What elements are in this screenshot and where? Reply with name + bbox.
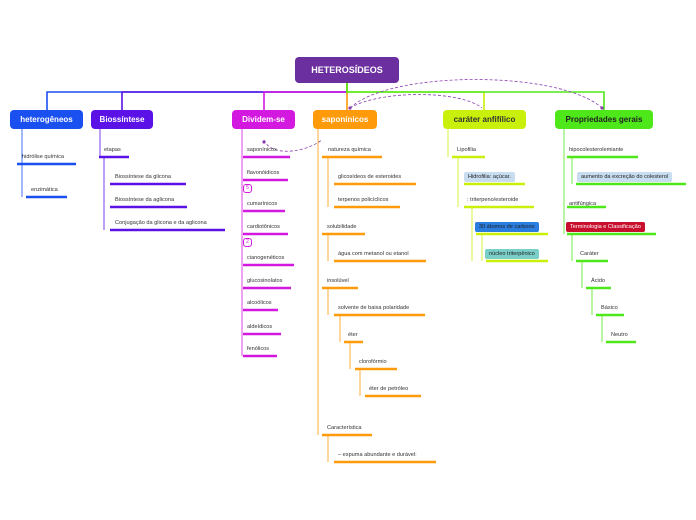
tag-terminologia-classificacao[interactable]: Terminologia e Classificação xyxy=(566,222,645,232)
leaf-hipocolesterolemiante[interactable]: hipocolesterolemiante xyxy=(569,147,624,153)
leaf-lipofilia[interactable]: Lipofilia xyxy=(457,147,476,153)
tag-nucleo-triterpenico[interactable]: núcleo triterpênico xyxy=(485,249,539,259)
leaf-caracteristica[interactable]: Característica xyxy=(327,425,362,431)
leaf-glucosinolatos[interactable]: glucosinolatos xyxy=(247,278,283,284)
leaf-agua-metanol-etanol[interactable]: água com metanol ou etanol xyxy=(338,251,409,257)
leaf-antifungica[interactable]: antifúngica xyxy=(569,201,597,207)
leaf-glicosideos-esteroides[interactable]: glicosídeos de esteroides xyxy=(338,174,402,180)
leaf-hidrolise-quimica[interactable]: hidrólise química xyxy=(22,154,64,160)
branch-carater-anfifilico[interactable]: caráter anfifílico xyxy=(443,110,526,129)
branch-saponinicos[interactable]: saponínicos xyxy=(313,110,377,129)
leaf-neutro[interactable]: Neutro xyxy=(611,332,628,338)
leaf-eter[interactable]: éter xyxy=(348,332,358,338)
tag-30-atomos-carbono[interactable]: 30 átomos de carbono xyxy=(475,222,539,232)
leaf-enzimatica[interactable]: enzimática xyxy=(31,187,58,193)
note-count-badge[interactable]: 5 xyxy=(243,184,252,193)
leaf-saponinicos[interactable]: saponínicos xyxy=(247,147,277,153)
branch-heterogeneos[interactable]: heterogêneos xyxy=(10,110,83,129)
leaf-cardiotonicos[interactable]: cardiotônicos xyxy=(247,224,280,230)
leaf-fenolicos[interactable]: fenólicos xyxy=(247,346,270,352)
leaf-terpenos-policiclicos[interactable]: terpenos policíclicos xyxy=(338,197,389,203)
leaf-biossintese-aglicona[interactable]: Biossíntese da aglicona xyxy=(115,197,175,203)
leaf-flavonoidicos[interactable]: flavonóidicos xyxy=(247,170,280,176)
leaf-solvente-baixa-polaridade[interactable]: solvente de baixa polaridade xyxy=(338,305,410,311)
leaf-etapas[interactable]: etapas xyxy=(104,147,121,153)
leaf-cumarinicos[interactable]: cumarínicos xyxy=(247,201,278,207)
tag-aumento-excrecao-colesterol[interactable]: aumento da excreção do colesterol xyxy=(577,172,673,182)
leaf-alcoolicos[interactable]: alcoólicos xyxy=(247,300,272,306)
leaf-solubilidade[interactable]: solubilidade xyxy=(327,224,357,230)
branch-propriedades-gerais[interactable]: Propriedades gerais xyxy=(555,110,653,129)
leaf-espuma[interactable]: – espuma abundante e durável: xyxy=(338,452,417,458)
leaf-insoluvel[interactable]: insolúvel xyxy=(327,278,349,284)
branch-dividem-se[interactable]: Dividem-se xyxy=(232,110,295,129)
leaf-acido[interactable]: Ácido xyxy=(591,278,605,284)
leaf-aldeidicos[interactable]: aldeídicos xyxy=(247,324,273,330)
leaf-natureza-quimica[interactable]: natureza química xyxy=(328,147,371,153)
branch-biossintese[interactable]: Biossíntese xyxy=(91,110,153,129)
leaf-cloroformio[interactable]: clorofórmio xyxy=(359,359,387,365)
leaf-biossintese-glicona[interactable]: Biossíntese da glicona xyxy=(115,174,171,180)
leaf-carater[interactable]: Caráter xyxy=(580,251,599,257)
leaf-conjugacao[interactable]: Conjugação da glicona e da aglicona xyxy=(115,220,207,226)
note-count-badge[interactable]: 2 xyxy=(243,238,252,247)
tag-hidrofilia[interactable]: Hidrofilia: açúcar. xyxy=(464,172,515,182)
leaf-eter-petroleo[interactable]: éter de petróleo xyxy=(369,386,409,392)
leaf-basico[interactable]: Básico xyxy=(601,305,618,311)
leaf-triterpeno-esteroide[interactable]: : triterpeno/esteroide xyxy=(467,197,519,203)
root-node[interactable]: HETEROSÍDEOS xyxy=(295,57,399,83)
leaf-cianogeneticos[interactable]: cianogenéticos xyxy=(247,255,285,261)
